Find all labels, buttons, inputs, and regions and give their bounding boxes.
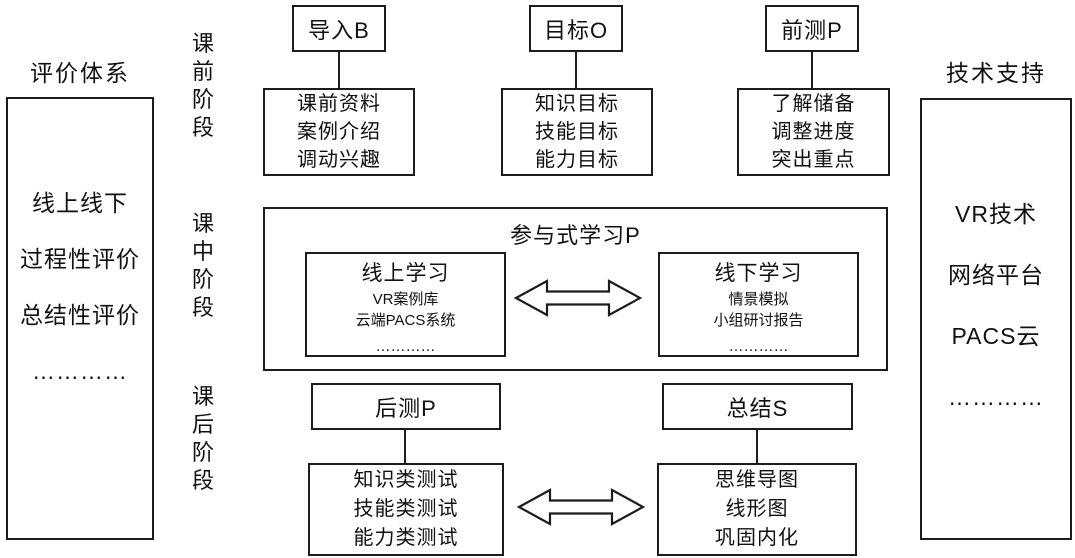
tech-item-pacs-cloud: PACS云: [951, 323, 1041, 349]
tech-support-title: 技术支持: [946, 60, 1046, 86]
posttest-header-box: 后测P: [311, 383, 501, 430]
evaluation-item-ellipsis: …………: [32, 358, 128, 384]
online-learning-ellipsis: …………: [375, 338, 436, 355]
evaluation-item-summative: 总结性评价: [20, 302, 140, 328]
tech-item-ellipsis: …………: [948, 384, 1044, 410]
posttest-detail-box: 知识类测试 技能类测试 能力类测试: [308, 463, 504, 556]
import-connector-line: [338, 52, 340, 88]
import-detail-line: 调动兴趣: [297, 149, 381, 171]
objective-connector-line: [575, 52, 577, 88]
participatory-learning-box: 参与式学习P 线上学习 VR案例库 云端PACS系统 ………… 线下学习 情景模…: [263, 207, 888, 371]
evaluation-item-online-offline: 线上线下: [32, 190, 128, 216]
objective-header-box: 目标O: [529, 5, 623, 52]
stage-label-pre-class: 课前阶段: [191, 31, 214, 140]
evaluation-item-process: 过程性评价: [20, 246, 140, 272]
objective-detail-line: 技能目标: [535, 121, 619, 143]
online-learning-line: 云端PACS系统: [355, 312, 456, 329]
stage-label-in-class: 课中阶段: [191, 211, 214, 320]
summary-detail-line: 思维导图: [715, 469, 799, 491]
import-detail-line: 课前资料: [297, 93, 381, 115]
summary-detail-box: 思维导图 线形图 巩固内化: [657, 463, 857, 556]
evaluation-system-title: 评价体系: [30, 60, 130, 86]
summary-connector-line: [756, 430, 758, 463]
double-arrow-icon: [513, 279, 643, 317]
offline-learning-title: 线下学习: [714, 262, 803, 285]
online-learning-box: 线上学习 VR案例库 云端PACS系统 …………: [305, 252, 506, 357]
posttest-detail-line: 知识类测试: [353, 469, 459, 491]
participatory-learning-title: 参与式学习P: [510, 223, 641, 248]
pretest-connector-line: [811, 52, 813, 88]
double-arrow-icon: [516, 488, 646, 526]
evaluation-system-box: 线上线下 过程性评价 总结性评价 …………: [6, 97, 154, 540]
objective-detail-line: 知识目标: [535, 93, 619, 115]
online-learning-title: 线上学习: [361, 262, 450, 285]
pretest-detail-box: 了解储备 调整进度 突出重点: [737, 88, 890, 176]
tech-item-vr: VR技术: [955, 201, 1037, 227]
pretest-detail-line: 突出重点: [771, 149, 856, 171]
offline-learning-line: 情景模拟: [728, 291, 789, 308]
pretest-detail-line: 了解储备: [771, 93, 856, 115]
import-detail-line: 案例介绍: [297, 121, 381, 143]
posttest-detail-line: 技能类测试: [353, 498, 459, 520]
import-header-box: 导入B: [292, 5, 386, 52]
stage-label-post-class: 课后阶段: [191, 384, 214, 493]
tech-item-network: 网络平台: [948, 262, 1044, 288]
posttest-connector-line: [404, 430, 406, 463]
pretest-header-box: 前测P: [765, 5, 859, 52]
summary-header-box: 总结S: [662, 383, 853, 430]
import-detail-box: 课前资料 案例介绍 调动兴趣: [263, 88, 415, 176]
online-learning-line: VR案例库: [372, 291, 439, 308]
objective-detail-line: 能力目标: [535, 149, 619, 171]
offline-learning-ellipsis: …………: [728, 338, 789, 355]
objective-detail-box: 知识目标 技能目标 能力目标: [501, 88, 653, 176]
tech-support-box: VR技术 网络平台 PACS云 …………: [920, 98, 1072, 540]
offline-learning-line: 小组研讨报告: [713, 312, 804, 329]
offline-learning-box: 线下学习 情景模拟 小组研讨报告 …………: [658, 252, 859, 357]
summary-detail-line: 线形图: [725, 498, 789, 520]
posttest-detail-line: 能力类测试: [353, 527, 459, 549]
pretest-detail-line: 调整进度: [771, 121, 856, 143]
summary-detail-line: 巩固内化: [715, 527, 799, 549]
